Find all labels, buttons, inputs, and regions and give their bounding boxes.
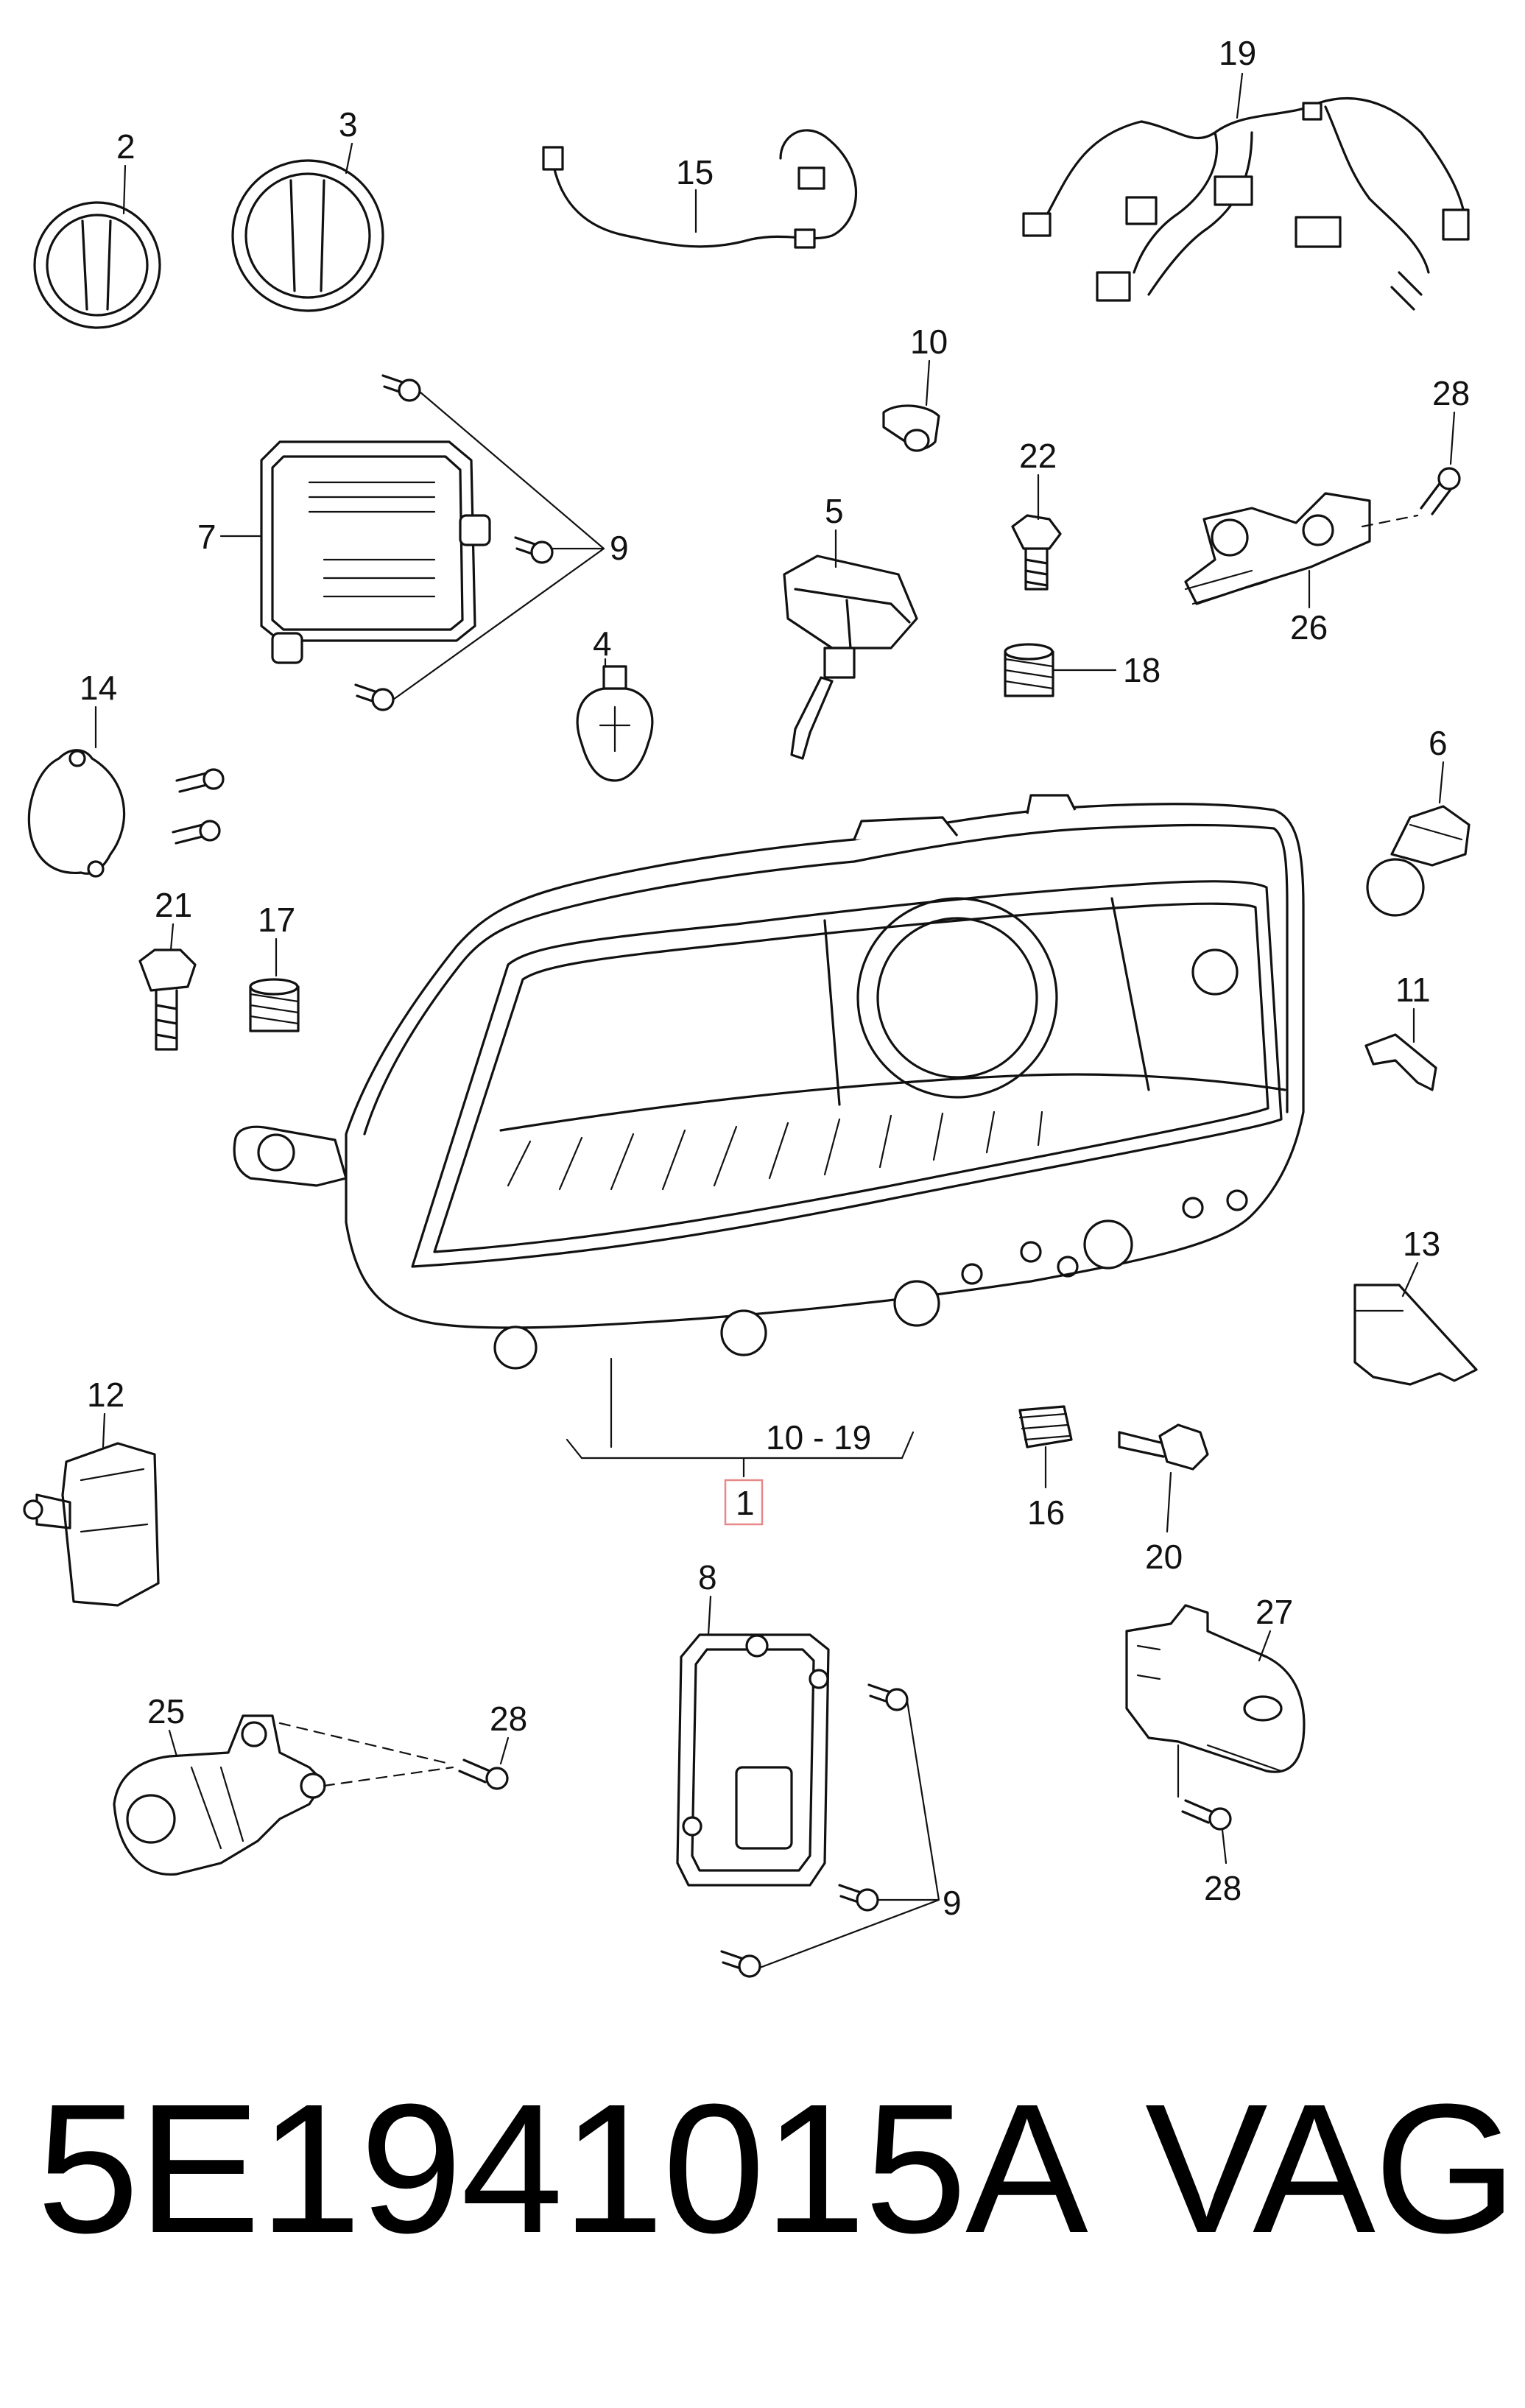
main-headlamp [233,794,1305,1370]
part-19-harness [1022,96,1470,311]
part-6-bulb [1366,805,1471,917]
callout-25: 25 [147,1692,185,1731]
callout-3: 3 [339,105,358,144]
part-11-clip [1364,1033,1437,1091]
part-25-bracket [113,1714,326,1876]
part-4-bulb [576,665,654,782]
callout-8: 8 [698,1558,717,1596]
callout-27: 27 [1255,1593,1293,1631]
callout-16: 16 [1027,1493,1065,1532]
part-17-insert [249,978,300,1032]
callout-17: 17 [258,901,295,939]
callout-13: 13 [1403,1225,1440,1263]
callout-26: 26 [1290,608,1328,647]
callout-11: 11 [1395,971,1431,1009]
part-20-screw [1118,1423,1209,1471]
part-28-screw-right [1177,1744,1232,1831]
part-3-cap [231,159,384,312]
part-9-screws-upper [354,374,605,711]
part-26-bracket [1184,492,1371,605]
part-28-screw-left [458,1759,509,1790]
callout-9-upper: 9 [610,529,629,567]
callout-4: 4 [593,624,612,663]
part-number: 5E1941015A [37,2066,1088,2271]
callout-10: 10 [910,323,948,361]
callout-12: 12 [87,1376,124,1414]
part-28-screw-upper [1420,467,1461,515]
callout-20: 20 [1145,1538,1183,1576]
part-27-bracket [1125,1604,1306,1773]
part-14-cover [27,749,126,878]
part-21-screw [138,948,197,1051]
assembly-bracket [566,1357,915,1526]
callout-1: 1 [736,1484,755,1522]
callout-9-lower: 9 [943,1884,962,1922]
part-16-insert [1018,1405,1073,1448]
part-7-control-module [260,440,491,664]
callout-range-10-19: 10 - 19 [766,1418,871,1457]
part-5-xenon-bulb [783,555,918,760]
callout-19: 19 [1219,34,1256,72]
part-22-screw [1011,514,1062,591]
callout-6: 6 [1429,724,1448,762]
callout-7: 7 [197,518,216,556]
callout-28-right: 28 [1204,1869,1242,1907]
part-9-screws-lower [720,1683,940,1978]
callout-28-upper: 28 [1432,374,1470,412]
part-screws-14 [172,768,225,845]
part-13-grommet [1353,1284,1478,1386]
part-18-insert [1004,643,1054,697]
callout-18: 18 [1123,651,1161,689]
part-8-ballast [676,1633,830,1887]
part-10-clip [882,404,940,452]
callout-22: 22 [1019,437,1057,475]
callout-15: 15 [676,153,714,191]
callout-5: 5 [825,492,844,530]
callout-2: 2 [116,127,135,166]
part-2-cap [33,201,161,329]
parts-diagram: 2 3 15 19 7 [23,34,1478,1978]
callout-21: 21 [155,886,192,924]
callout-28-left: 28 [490,1700,527,1738]
part-12-actuator [23,1442,160,1607]
brand-label: VAG [1145,2066,1517,2271]
callout-14: 14 [80,669,117,707]
part-15-wire [542,129,858,249]
